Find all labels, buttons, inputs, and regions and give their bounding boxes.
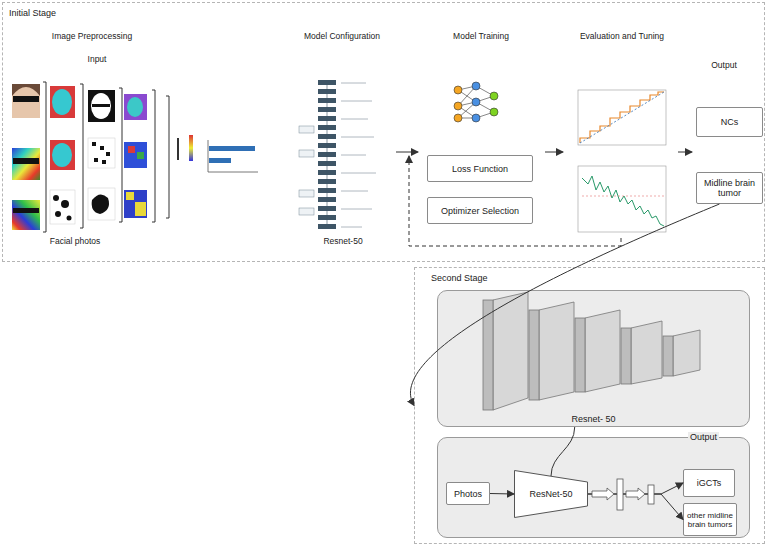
hollow-arrow bbox=[626, 488, 645, 500]
output-panel: OutputPhotosResNet-50iGCTsother midline … bbox=[437, 437, 750, 538]
section-label: Output bbox=[711, 60, 737, 70]
section-label: Model Training bbox=[453, 31, 509, 41]
input-box: Photos bbox=[446, 482, 490, 505]
process-box: Optimizer Selection bbox=[427, 197, 533, 224]
loss-chart bbox=[578, 166, 666, 232]
flow-arrow bbox=[396, 152, 418, 153]
model-panel: Resnet- 50 bbox=[437, 290, 750, 427]
node-text: Output bbox=[688, 432, 719, 442]
node-text: other midline brain tumors bbox=[684, 504, 736, 535]
feature-map bbox=[50, 86, 75, 224]
connector bbox=[551, 427, 575, 476]
resnet-layers bbox=[483, 292, 700, 410]
feature-map bbox=[88, 90, 115, 220]
connector bbox=[410, 204, 719, 406]
output-box: NCs bbox=[696, 107, 763, 137]
node-text: ResNet-50 bbox=[514, 470, 588, 518]
face-photo bbox=[12, 84, 40, 230]
section-label: Image Preprocessing bbox=[52, 31, 132, 41]
resnet-architecture bbox=[318, 80, 336, 229]
section-label: Model Configuration bbox=[304, 31, 380, 41]
score-chart bbox=[208, 140, 258, 172]
process-box: Loss Function bbox=[427, 155, 533, 182]
class-box: other midline brain tumors bbox=[683, 503, 737, 536]
node-text: Loss Function bbox=[428, 156, 532, 181]
network-icon bbox=[454, 82, 498, 122]
node-text: Optimizer Selection bbox=[428, 198, 532, 223]
node-text: iGCTs bbox=[684, 470, 734, 496]
node-text: NCs bbox=[697, 108, 762, 136]
node-text: Midline brain tumor bbox=[697, 173, 762, 203]
connector bbox=[588, 494, 683, 520]
node-text: Initial Stage bbox=[9, 8, 56, 18]
stage-frame: Initial StageLoss FunctionOptimizer Sele… bbox=[2, 2, 765, 262]
resnet-notes bbox=[341, 83, 376, 227]
hollow-arrow bbox=[592, 488, 614, 500]
feedback-arrow bbox=[409, 156, 621, 246]
node-text: Photos bbox=[447, 483, 489, 504]
node-text: Second Stage bbox=[431, 273, 488, 283]
section-label: Evaluation and Tuning bbox=[580, 31, 664, 41]
section-label: Resnet-50 bbox=[323, 236, 362, 246]
node-text: Resnet- 50 bbox=[438, 414, 749, 424]
section-label: Facial photos bbox=[50, 236, 101, 246]
roc-chart bbox=[578, 90, 666, 145]
class-box: iGCTs bbox=[683, 469, 735, 497]
trapezoid-shape bbox=[515, 471, 588, 518]
flow-arrow bbox=[545, 152, 563, 153]
dense-layer bbox=[648, 485, 654, 504]
connector bbox=[490, 493, 514, 495]
encoder-trapezoid: ResNet-50 bbox=[514, 470, 588, 518]
connector bbox=[588, 483, 683, 494]
flow-arrow bbox=[678, 152, 692, 153]
output-box: Midline brain tumor bbox=[696, 172, 763, 204]
section-label: Input bbox=[88, 54, 107, 64]
feature-map bbox=[124, 94, 147, 218]
resnet-side-blocks bbox=[299, 126, 314, 215]
dense-layer bbox=[617, 479, 623, 510]
stage-frame: Second StageResnet- 50 OutputPhotos ResNet… bbox=[414, 267, 765, 544]
